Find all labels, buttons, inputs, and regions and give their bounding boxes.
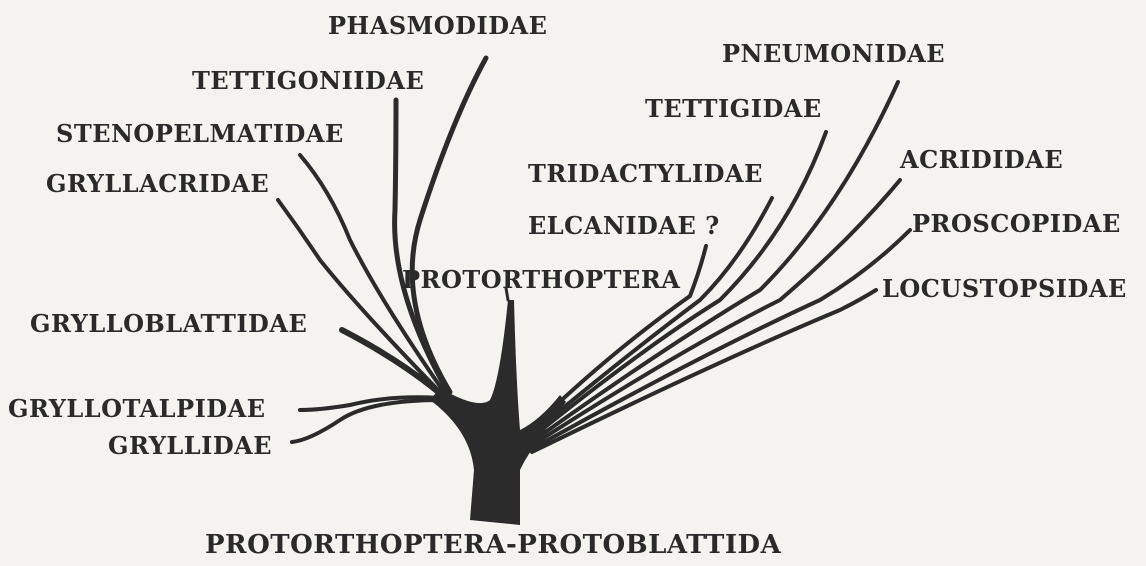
label-proscopidae: PROSCOPIDAE [912, 212, 1121, 236]
branch-gryllidae [292, 400, 442, 442]
label-grylloblattidae: GRYLLOBLATTIDAE [30, 312, 307, 336]
label-tettigoniidae: TETTIGONIIDAE [192, 69, 424, 93]
label-tettigidae: TETTIGIDAE [645, 97, 822, 121]
label-acrididae: ACRIDIDAE [900, 148, 1063, 172]
label-gryllacridae: GRYLLACRIDAE [46, 172, 269, 196]
branch-locustopsidae [532, 290, 876, 452]
label-elcanidae: ELCANIDAE ? [528, 214, 720, 238]
branch-tettigoniidae [395, 100, 448, 392]
label-root: PROTORTHOPTERA-PROTOBLATTIDA [205, 532, 781, 558]
label-pneumonidae: PNEUMONIDAE [722, 42, 945, 66]
label-tridactylidae: TRIDACTYLIDAE [528, 162, 763, 186]
branch-proscopidae [530, 230, 910, 450]
label-phasmodidae: PHASMODIDAE [328, 14, 547, 38]
label-protorthoptera: PROTORTHOPTERA [402, 268, 680, 292]
label-stenopelmatidae: STENOPELMATIDAE [56, 122, 344, 146]
label-gryllotalpidae: GRYLLOTALPIDAE [8, 397, 266, 421]
label-gryllidae: GRYLLIDAE [108, 434, 272, 458]
label-locustopsidae: LOCUSTOPSIDAE [882, 277, 1127, 301]
